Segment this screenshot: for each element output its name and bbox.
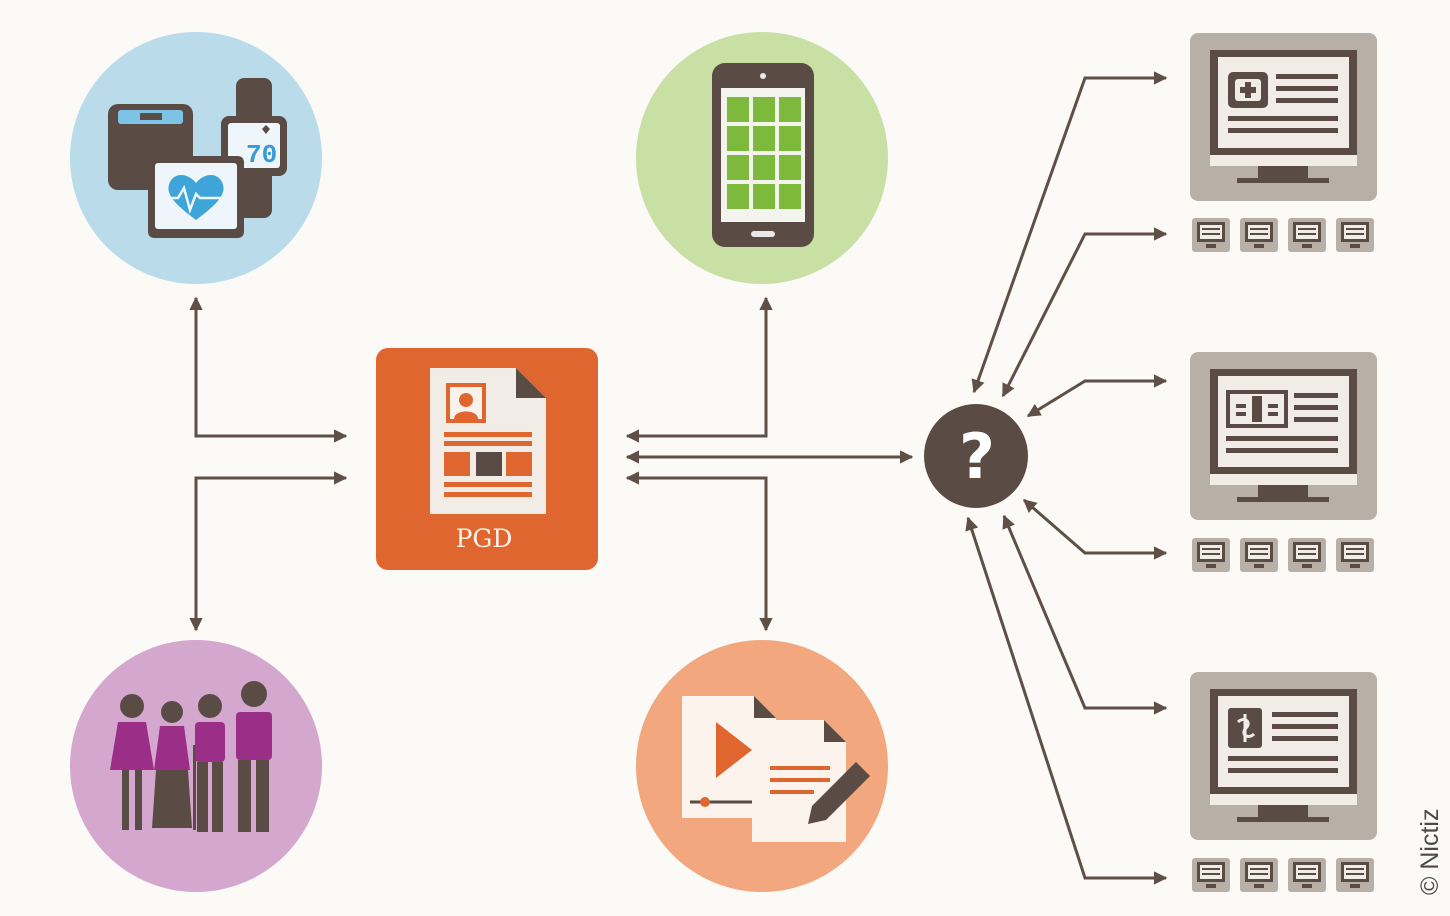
video-documents-icon <box>682 696 870 842</box>
app-tile <box>779 155 801 180</box>
wearable-devices-icon: 70 <box>108 78 287 238</box>
smartphone-apps-icon <box>712 63 814 247</box>
provider-group-clinic <box>1190 33 1377 252</box>
app-tile <box>753 126 775 151</box>
media-node <box>636 640 888 892</box>
wearable-devices-node: 70 <box>70 32 322 284</box>
mini-system-icon <box>1240 538 1278 572</box>
hospital-monitor-icon <box>1190 352 1377 520</box>
app-tile <box>779 126 801 151</box>
app-tile <box>727 97 749 122</box>
app-grid <box>727 97 801 209</box>
personal-health-record-document-icon <box>430 368 546 514</box>
arrow-pgd-to-people <box>189 471 348 632</box>
arrow-pgd-to-mobile <box>625 296 773 443</box>
mini-system-icon <box>1336 538 1374 572</box>
pgd-label: PGD <box>456 524 513 553</box>
arrow-hub-provider-3 <box>1002 514 1168 715</box>
arrow-hub-provider-2-systems <box>1022 498 1168 560</box>
arrow-wearables-to-pgd <box>189 296 348 443</box>
mini-system-icon <box>1288 538 1326 572</box>
pgd-node: PGD <box>376 348 598 570</box>
mobile-apps-node <box>636 32 888 284</box>
mini-system-icon <box>1288 218 1326 252</box>
hospital-mini-systems <box>1192 538 1374 572</box>
people-node <box>70 640 322 892</box>
app-tile <box>727 126 749 151</box>
app-tile <box>779 97 801 122</box>
pharmacy-mini-systems <box>1192 858 1374 892</box>
app-tile <box>753 155 775 180</box>
clinic-monitor-icon <box>1190 33 1377 201</box>
mini-system-icon <box>1240 218 1278 252</box>
mini-system-icon <box>1336 858 1374 892</box>
clinic-mini-systems <box>1192 218 1374 252</box>
arrow-hub-provider-1-systems <box>1001 227 1168 398</box>
mini-system-icon <box>1336 218 1374 252</box>
mini-system-icon <box>1192 218 1230 252</box>
arrow-hub-provider-2 <box>1026 374 1168 418</box>
mini-system-icon <box>1240 858 1278 892</box>
copyright-credit: © Nictiz <box>1416 808 1444 895</box>
mini-system-icon <box>1192 538 1230 572</box>
arrow-hub-provider-3-systems <box>965 516 1168 885</box>
app-tile <box>727 184 749 209</box>
provider-group-pharmacy <box>1190 672 1377 892</box>
mini-system-icon <box>1288 858 1326 892</box>
pharmacy-monitor-icon <box>1190 672 1377 840</box>
app-tile <box>753 97 775 122</box>
mini-system-icon <box>1192 858 1230 892</box>
app-tile <box>727 155 749 180</box>
question-mark-icon: ? <box>959 420 995 493</box>
arrow-pgd-to-media <box>625 471 773 632</box>
exchange-hub: ? <box>924 404 1028 508</box>
connectors <box>189 71 1168 885</box>
family-icon <box>110 681 272 832</box>
app-tile <box>779 184 801 209</box>
provider-group-hospital <box>1190 352 1377 572</box>
app-tile <box>753 184 775 209</box>
watch-reading: 70 <box>246 140 277 170</box>
